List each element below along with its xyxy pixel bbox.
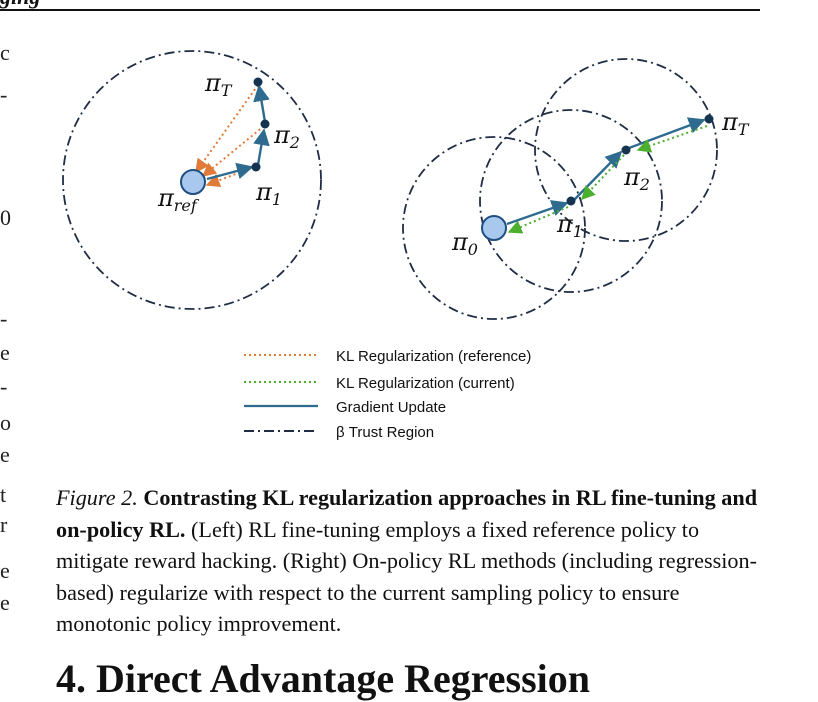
caption-label: Figure 2.: [56, 485, 138, 510]
section-title: 4. Direct Advantage Regression: [56, 656, 591, 701]
margin-glyph: r: [0, 512, 8, 537]
pi-1-label: π1: [556, 210, 583, 241]
kl-current-arrow: [581, 154, 625, 201]
caption-body: (Left) RL fine-tuning employs a fixed re…: [56, 516, 757, 637]
gradient-update-arrow: [506, 200, 569, 226]
margin-glyph: e: [0, 590, 10, 615]
pi-1-label: π1: [255, 178, 282, 209]
kl-current-arrow: [507, 206, 569, 234]
legend-label-trust-region: β Trust Region: [336, 424, 434, 441]
right-panel: π0 π1 π2 πT: [402, 58, 750, 320]
margin-glyph: -: [0, 374, 8, 399]
margin-glyph: 0: [0, 205, 11, 230]
pi-ref-node: [180, 169, 206, 195]
pi-2-node: [621, 145, 631, 155]
margin-glyph: e: [0, 558, 10, 583]
pi-1-node: [566, 196, 576, 206]
top-rule: [0, 9, 760, 11]
pi-T-label: πT: [721, 108, 750, 139]
gradient-update-arrow: [573, 150, 623, 201]
legend-label-kl-reference: KL Regularization (reference): [336, 348, 531, 365]
kl-regularization-diagram: πT π2 π1 πref π0 π1 π2 πT KL Regularizat…: [62, 50, 750, 441]
header-fragment: ging: [0, 0, 40, 10]
gradient-update-arrow: [206, 162, 254, 181]
pi-ref-label: πref: [157, 184, 200, 215]
pi-2-label: π2: [273, 121, 300, 152]
margin-glyph: t: [0, 482, 7, 507]
trust-region-circle: [62, 50, 322, 310]
margin-glyph: c: [0, 40, 10, 65]
margin-glyph: e: [0, 442, 10, 467]
pi-0-label: π0: [451, 228, 478, 259]
gradient-update-arrow: [628, 117, 706, 150]
margin-glyph: -: [0, 82, 8, 107]
kl-reference-arrow: [201, 125, 265, 177]
legend-label-kl-current: KL Regularization (current): [336, 375, 515, 392]
margin-glyph: o: [0, 410, 11, 435]
caption-title: Contrasting KL regularization approaches…: [56, 485, 758, 542]
pi-T-node: [704, 114, 714, 124]
pi-T-node: [253, 77, 263, 87]
trust-region-circle: [402, 136, 586, 320]
trust-region-circle: [479, 109, 663, 293]
pi-2-label: π2: [623, 163, 650, 194]
kl-reference-arrow: [205, 166, 255, 188]
kl-current-arrow: [636, 125, 708, 153]
margin-glyph: e: [0, 340, 10, 365]
figure-caption: Figure 2. Contrasting KL regularization …: [56, 482, 766, 640]
legend: KL Regularization (reference) KL Regular…: [244, 348, 531, 441]
legend-label-gradient-update: Gradient Update: [336, 399, 446, 416]
gradient-update-arrow: [253, 128, 270, 166]
gradient-update-arrow: [253, 84, 270, 123]
pi-1-node: [251, 162, 261, 172]
pi-T-label: πT: [204, 69, 233, 100]
pi-0-node: [481, 215, 507, 241]
pi-2-node: [260, 119, 270, 129]
margin-glyph: -: [0, 306, 8, 331]
trust-region-circle: [534, 58, 718, 242]
left-panel: πT π2 π1 πref: [62, 50, 322, 310]
